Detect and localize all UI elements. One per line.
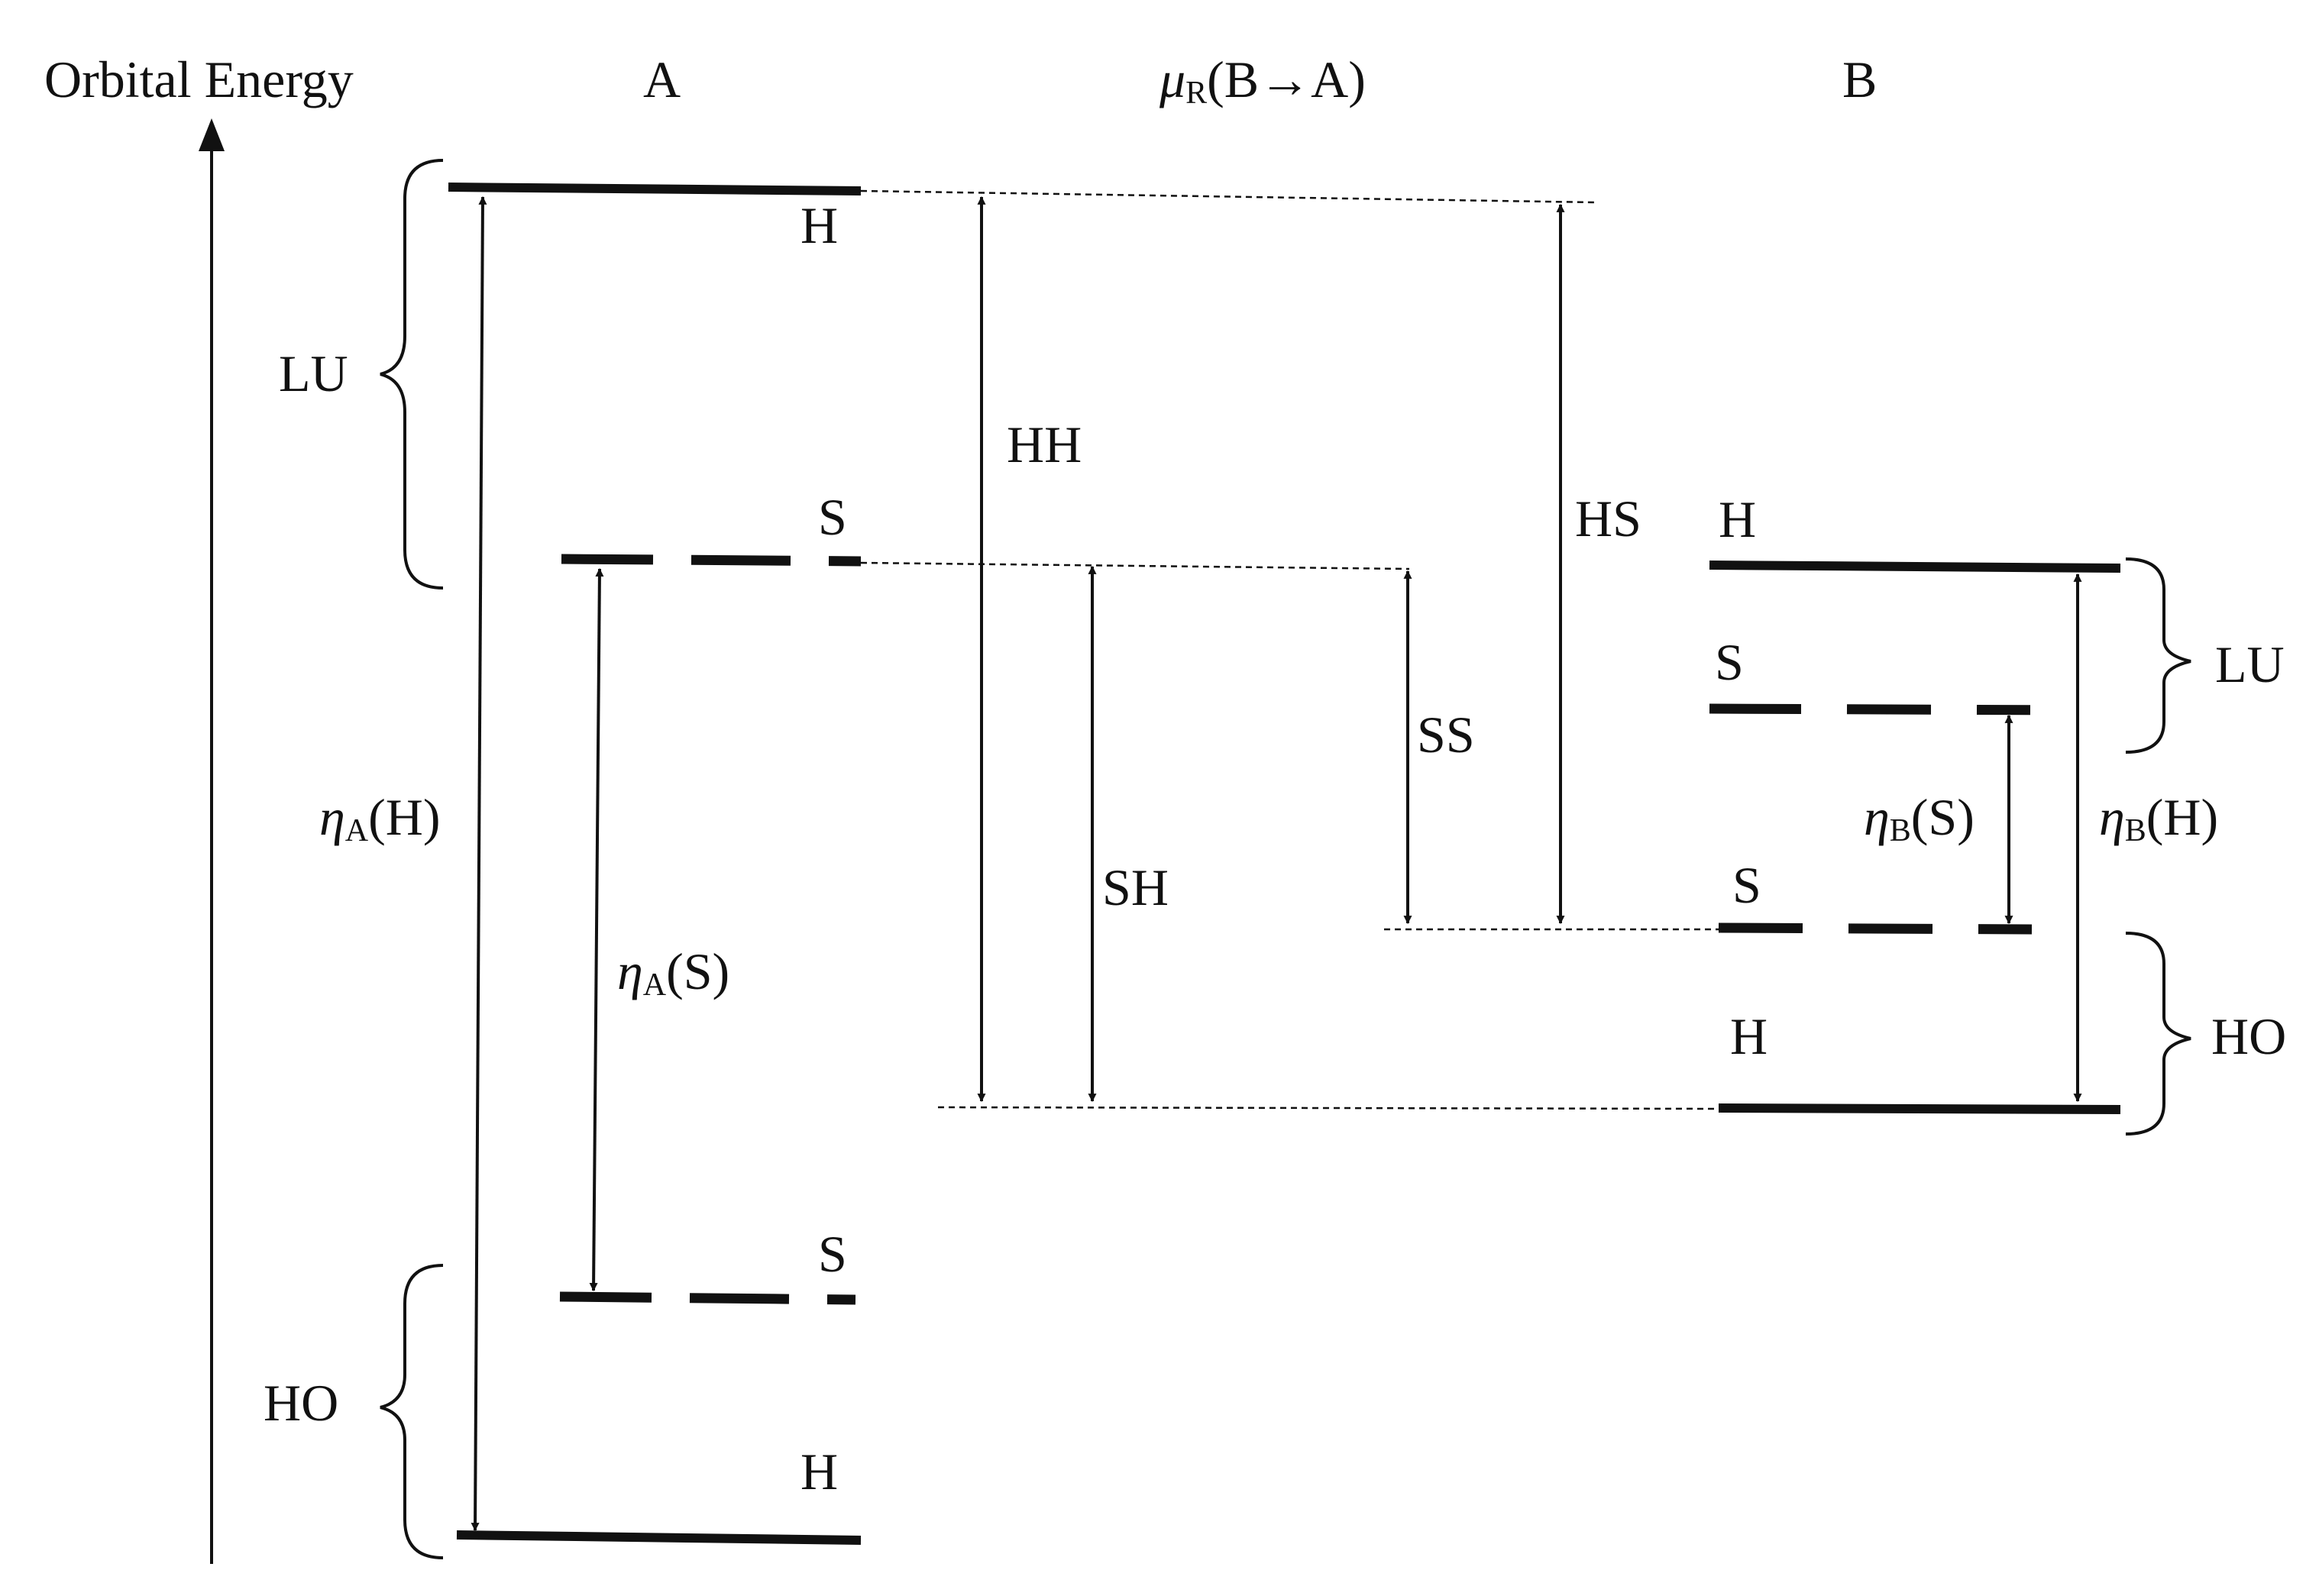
mu-arg: (B→A)	[1207, 50, 1366, 108]
connector-a-hard-lumo	[860, 189, 1596, 204]
eta-arg: (H)	[368, 788, 440, 846]
eta-arg: (H)	[2146, 788, 2218, 846]
brace-label-b-ho: HO	[2211, 1007, 2286, 1065]
mu-symbol: μ	[1159, 50, 1185, 108]
axis-arrowhead	[199, 118, 225, 151]
level-a-soft-homo	[559, 1291, 856, 1305]
eta-symbol: η	[1864, 788, 1890, 846]
arrow-eta-a-s	[589, 567, 604, 1292]
label-eta-a-s: ηA(S)	[617, 942, 729, 1003]
level-label-b-soft-homo: S	[1732, 856, 1761, 914]
level-label-b-soft-lumo: S	[1715, 633, 1744, 691]
brace-b-lu	[2125, 557, 2191, 754]
level-b-soft-lumo	[1709, 703, 2068, 716]
label-eta-a-h: ηA(H)	[319, 788, 440, 848]
level-label-a-soft-lumo: S	[818, 488, 847, 546]
level-b-hard-lumo	[1709, 561, 2121, 573]
level-label-a-hard-homo: H	[800, 1443, 838, 1501]
level-b-soft-homo	[1718, 922, 2036, 935]
mu-sub: R	[1185, 76, 1207, 111]
label-hs: HS	[1575, 489, 1641, 548]
eta-sub: B	[2125, 813, 2146, 848]
brace-b-ho	[2125, 932, 2191, 1136]
level-a-soft-lumo	[561, 554, 862, 567]
eta-sub: A	[643, 968, 667, 1003]
label-hh: HH	[1007, 415, 1082, 473]
mu-label: μR(B→A)	[1159, 50, 1366, 111]
header-a: A	[643, 50, 681, 108]
axis-label: Orbital Energy	[44, 50, 354, 108]
label-ss: SS	[1417, 706, 1475, 764]
brace-a-ho	[380, 1264, 444, 1559]
eta-arg: (S)	[1911, 788, 1975, 846]
eta-sub: A	[345, 813, 369, 848]
label-eta-b-h: ηB(H)	[2099, 788, 2218, 848]
brace-a-lu	[380, 159, 444, 590]
eta-symbol: η	[2099, 788, 2125, 846]
level-label-a-soft-homo: S	[818, 1225, 847, 1283]
eta-sub: B	[1890, 813, 1911, 848]
arrow-eta-a-h	[471, 195, 487, 1532]
level-label-b-hard-lumo: H	[1719, 490, 1756, 548]
level-a-hard-lumo	[448, 183, 862, 195]
brace-label-a-ho: HO	[264, 1374, 338, 1432]
brace-label-b-lu: LU	[2215, 635, 2285, 693]
header-b: B	[1842, 50, 1877, 108]
level-a-hard-homo	[456, 1530, 862, 1545]
brace-label-a-lu: LU	[279, 344, 348, 402]
eta-symbol: η	[617, 942, 643, 1000]
connector-a-soft-lumo	[860, 561, 1410, 570]
label-sh: SH	[1102, 858, 1169, 916]
eta-symbol: η	[319, 788, 345, 846]
label-eta-b-s: ηB(S)	[1864, 788, 1975, 848]
connector-b-hard-homo	[937, 1106, 1719, 1110]
level-label-b-hard-homo: H	[1730, 1007, 1768, 1065]
energy-axis	[199, 118, 225, 1564]
eta-arg: (S)	[666, 942, 729, 1000]
level-b-hard-homo	[1718, 1103, 2121, 1114]
level-label-a-hard-lumo: H	[800, 196, 838, 254]
